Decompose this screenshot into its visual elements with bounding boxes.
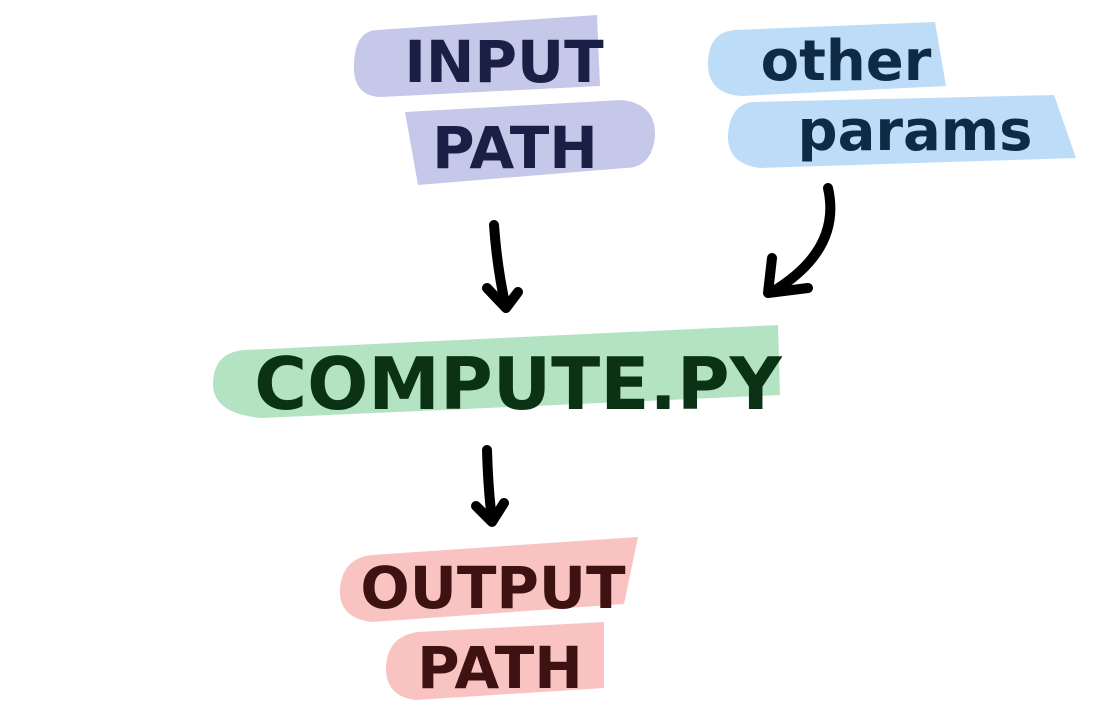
node-output-path: OUTPUT PATH [339,537,638,702]
arrow-compute-to-output [471,445,509,527]
other-params-highlight-top [707,22,946,96]
output-path-highlight-top [339,537,638,622]
node-other-params: other params [707,22,1076,168]
output-path-label-line1: OUTPUT [360,554,626,622]
input-path-highlight-bottom [405,100,656,185]
other-params-label-line1: other [761,29,932,94]
arrow-input-to-compute [482,220,523,313]
input-path-highlight-top [353,15,600,97]
other-params-highlight-bottom [727,95,1076,168]
output-path-label-line2: PATH [417,634,583,702]
compute-py-label: COMPUTE.PY [254,342,782,426]
other-params-label-line2: params [798,99,1033,164]
output-path-highlight-bottom [385,622,604,700]
node-compute-py: COMPUTE.PY [213,325,783,426]
compute-py-highlight [213,325,780,418]
node-input-path: INPUT PATH [353,15,656,185]
arrows [471,183,836,527]
arrow-params-to-compute [763,183,836,298]
input-path-label-line1: INPUT [404,28,604,96]
input-path-label-line2: PATH [432,114,598,182]
